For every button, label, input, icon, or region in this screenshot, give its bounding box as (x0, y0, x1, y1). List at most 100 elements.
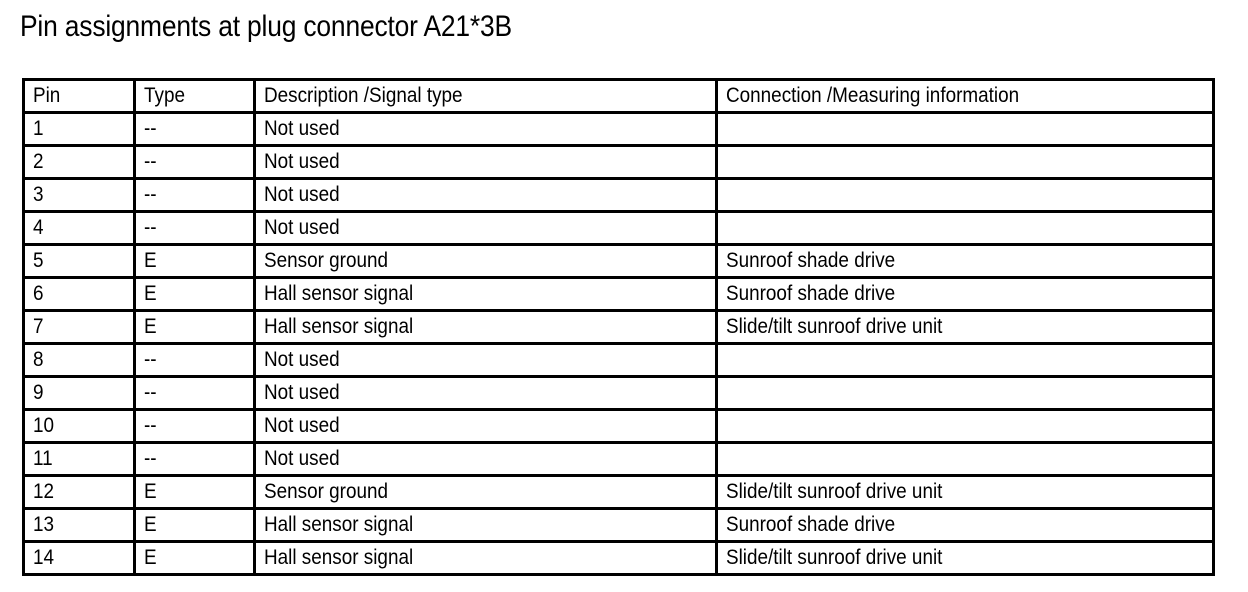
cell-pin: 6 (22, 276, 136, 312)
cell-conn: Sunroof shade drive (715, 243, 1215, 279)
cell-text: E (144, 315, 157, 338)
cell-text: Slide/tilt sunroof drive unit (726, 315, 943, 338)
cell-conn: Slide/tilt sunroof drive unit (715, 540, 1215, 576)
cell-text: Not used (264, 117, 340, 140)
cell-conn (715, 144, 1215, 180)
table-row: 14 E Hall sensor signal Slide/tilt sunroof … (22, 540, 1215, 576)
cell-desc: Not used (253, 441, 718, 477)
cell-type: E (133, 474, 256, 510)
cell-pin: 10 (22, 408, 136, 444)
cell-desc: Sensor ground (253, 474, 718, 510)
cell-type: -- (133, 342, 256, 378)
cell-conn: Slide/tilt sunroof drive unit (715, 309, 1215, 345)
cell-text: 9 (33, 381, 44, 404)
cell-text: E (144, 249, 157, 272)
table-row: 10 -- Not used (22, 408, 1215, 444)
cell-desc: Hall sensor signal (253, 507, 718, 543)
cell-type: E (133, 243, 256, 279)
cell-text: Not used (264, 216, 340, 239)
cell-text: Slide/tilt sunroof drive unit (726, 480, 943, 503)
cell-text: Hall sensor signal (264, 282, 414, 305)
cell-pin: 1 (22, 111, 136, 147)
cell-pin: 5 (22, 243, 136, 279)
cell-text: 10 (33, 414, 55, 437)
cell-conn: Slide/tilt sunroof drive unit (715, 474, 1215, 510)
cell-text: 4 (33, 216, 44, 239)
cell-conn (715, 111, 1215, 147)
table-header-row: Pin Type Description /Signal type Connectio… (22, 78, 1215, 114)
cell-text: E (144, 480, 157, 503)
cell-text: E (144, 282, 157, 305)
cell-text: Not used (264, 348, 340, 371)
cell-text: -- (144, 414, 157, 437)
cell-text: Slide/tilt sunroof drive unit (726, 546, 943, 569)
table-row: 8 -- Not used (22, 342, 1215, 378)
cell-pin: 3 (22, 177, 136, 213)
cell-text: 14 (33, 546, 55, 569)
cell-text: -- (144, 447, 157, 470)
cell-pin: 12 (22, 474, 136, 510)
cell-text: Not used (264, 381, 340, 404)
cell-type: E (133, 276, 256, 312)
cell-type: -- (133, 111, 256, 147)
column-header-label: Pin (33, 84, 61, 107)
table-row: 3 -- Not used (22, 177, 1215, 213)
cell-desc: Not used (253, 375, 718, 411)
column-header-pin: Pin (22, 78, 136, 114)
cell-pin: 7 (22, 309, 136, 345)
column-header-type: Type (133, 78, 256, 114)
cell-text: Sunroof shade drive (726, 513, 896, 536)
column-header-label: Type (144, 84, 185, 107)
cell-text: 11 (33, 447, 53, 470)
cell-pin: 4 (22, 210, 136, 246)
cell-text: 1 (33, 117, 44, 140)
table-row: 7 E Hall sensor signal Slide/tilt sunroof d… (22, 309, 1215, 345)
cell-type: -- (133, 408, 256, 444)
cell-text: Not used (264, 447, 340, 470)
cell-text: Sunroof shade drive (726, 282, 896, 305)
cell-type: -- (133, 210, 256, 246)
cell-desc: Not used (253, 111, 718, 147)
cell-desc: Hall sensor signal (253, 309, 718, 345)
cell-text: 5 (33, 249, 44, 272)
cell-text: 7 (33, 315, 44, 338)
cell-desc: Not used (253, 177, 718, 213)
cell-text: 13 (33, 513, 55, 536)
cell-type: E (133, 507, 256, 543)
cell-text: -- (144, 150, 157, 173)
pin-assignment-table: Pin Type Description /Signal type Connectio… (22, 78, 1215, 576)
cell-text: -- (144, 348, 157, 371)
cell-text: -- (144, 117, 157, 140)
column-header-conn: Connection /Measuring information (715, 78, 1215, 114)
column-header-desc: Description /Signal type (253, 78, 718, 114)
cell-text: Not used (264, 183, 340, 206)
cell-desc: Hall sensor signal (253, 276, 718, 312)
table-header: Pin Type Description /Signal type Connectio… (22, 78, 1215, 114)
cell-conn (715, 342, 1215, 378)
cell-text: Not used (264, 150, 340, 173)
cell-text: Sunroof shade drive (726, 249, 896, 272)
cell-desc: Not used (253, 408, 718, 444)
cell-text: Sensor ground (264, 480, 388, 503)
cell-conn (715, 408, 1215, 444)
cell-pin: 13 (22, 507, 136, 543)
cell-text: -- (144, 183, 157, 206)
table-row: 11 -- Not used (22, 441, 1215, 477)
cell-text: Hall sensor signal (264, 315, 414, 338)
cell-text: Not used (264, 414, 340, 437)
cell-text: 8 (33, 348, 44, 371)
table-row: 2 -- Not used (22, 144, 1215, 180)
cell-desc: Not used (253, 144, 718, 180)
cell-type: E (133, 540, 256, 576)
cell-text: 2 (33, 150, 44, 173)
cell-text: -- (144, 381, 157, 404)
cell-text: E (144, 546, 157, 569)
cell-desc: Hall sensor signal (253, 540, 718, 576)
cell-conn: Sunroof shade drive (715, 507, 1215, 543)
column-header-label: Connection /Measuring information (726, 84, 1020, 107)
cell-desc: Not used (253, 342, 718, 378)
